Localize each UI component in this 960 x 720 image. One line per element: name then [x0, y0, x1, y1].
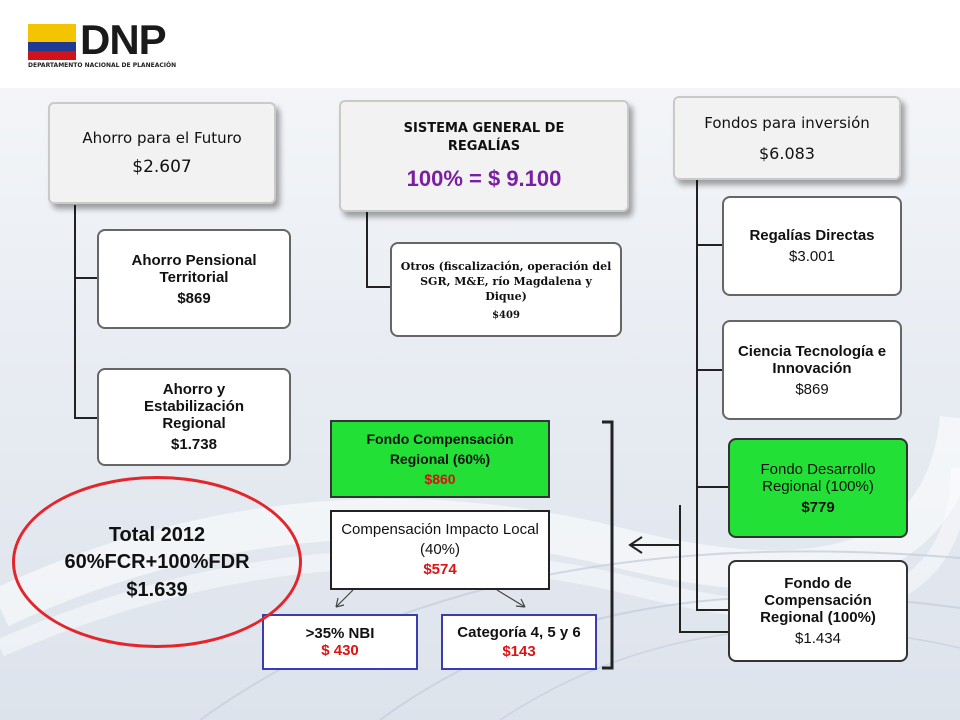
fondo-desarrollo-value: $779	[801, 498, 835, 516]
total-line2: 60%FCR+100%FDR	[64, 551, 250, 573]
impacto-local-value: $574	[423, 561, 457, 578]
fcr-value: $860	[424, 471, 456, 487]
center-connector	[366, 212, 390, 288]
ciencia-label: Ciencia Tecnología e Innovación	[737, 342, 887, 377]
ahorro-pensional-box: Ahorro Pensional Territorial $869	[97, 229, 291, 329]
fondos-inversion-box: Fondos para inversión $6.083	[673, 96, 901, 180]
fondo-compensacion-label: Fondo de Compensación Regional (100%)	[760, 575, 876, 626]
fondos-inversion-value: $6.083	[759, 143, 815, 163]
header: DNP DEPARTAMENTO NACIONAL DE PLANEACIÓN	[0, 0, 960, 88]
otros-box: Otros (fiscalización, operación del SGR,…	[390, 242, 622, 337]
left-connector	[74, 205, 97, 419]
total-line1: Total 2012	[108, 524, 206, 546]
fondo-desarrollo-label: Fondo Desarrollo Regional (100%)	[760, 460, 876, 495]
right-connector	[696, 180, 728, 611]
sgr-total: 100% = $ 9.100	[406, 166, 562, 191]
fondo-desarrollo-box: Fondo Desarrollo Regional (100%) $779	[728, 438, 908, 538]
regalias-directas-value: $3.001	[789, 248, 835, 265]
nbi-box: >35% NBI $ 430	[262, 614, 418, 670]
total-ellipse	[12, 476, 302, 648]
arrow-head-icon	[628, 536, 643, 554]
regalias-directas-box: Regalías Directas $3.001	[722, 196, 902, 296]
fondo-compensacion-box: Fondo de Compensación Regional (100%) $1…	[728, 560, 908, 662]
ahorro-estabilizacion-box: Ahorro y Estabilización Regional $1.738	[97, 368, 291, 466]
ahorro-pensional-label: Ahorro Pensional Territorial	[131, 251, 257, 286]
fcr-label: Fondo Compensación Regional (60%)	[366, 431, 514, 467]
nbi-value: $ 430	[321, 642, 359, 659]
sgr-box: SISTEMA GENERAL DE REGALÍAS 100% = $ 9.1…	[339, 100, 629, 212]
ahorro-pensional-value: $869	[177, 289, 211, 307]
impacto-local-label: Compensación Impacto Local (40%)	[341, 521, 539, 558]
brace-connector	[679, 505, 728, 633]
fcr-box: Fondo Compensación Regional (60%) $860	[330, 420, 550, 498]
fondo-compensacion-value: $1.434	[795, 630, 841, 647]
otros-label: Otros (fiscalización, operación del SGR,…	[400, 259, 612, 303]
ahorro-futuro-box: Ahorro para el Futuro $2.607	[48, 102, 276, 204]
impacto-local-box: Compensación Impacto Local (40%) $574	[330, 510, 550, 590]
sgr-title: SISTEMA GENERAL DE REGALÍAS	[403, 121, 565, 154]
ciencia-box: Ciencia Tecnología e Innovación $869	[722, 320, 902, 420]
ahorro-futuro-value: $2.607	[132, 157, 192, 177]
colombia-flag-icon	[28, 24, 76, 60]
logo-text: DNP	[80, 16, 167, 63]
total-text: Total 2012 60%FCR+100%FDR $1.639	[22, 508, 292, 618]
fondos-inversion-title: Fondos para inversión	[704, 113, 870, 132]
total-line3: $1.639	[126, 579, 188, 601]
nbi-label: >35% NBI	[305, 625, 375, 642]
regalias-directas-label: Regalías Directas	[749, 227, 875, 244]
ahorro-estabilizacion-label: Ahorro y Estabilización Regional	[143, 381, 245, 432]
categoria-value: $143	[502, 643, 536, 660]
logo-subtitle: DEPARTAMENTO NACIONAL DE PLANEACIÓN	[28, 62, 177, 69]
ahorro-futuro-title: Ahorro para el Futuro	[82, 129, 242, 147]
ahorro-estabilizacion-value: $1.738	[171, 436, 217, 453]
otros-value: $409	[492, 309, 520, 321]
categoria-box: Categoría 4, 5 y 6 $143	[441, 614, 597, 670]
bracket	[602, 420, 614, 670]
dnp-logo: DNP DEPARTAMENTO NACIONAL DE PLANEACIÓN	[28, 16, 188, 72]
ciencia-value: $869	[795, 380, 829, 398]
categoria-label: Categoría 4, 5 y 6	[457, 624, 581, 641]
